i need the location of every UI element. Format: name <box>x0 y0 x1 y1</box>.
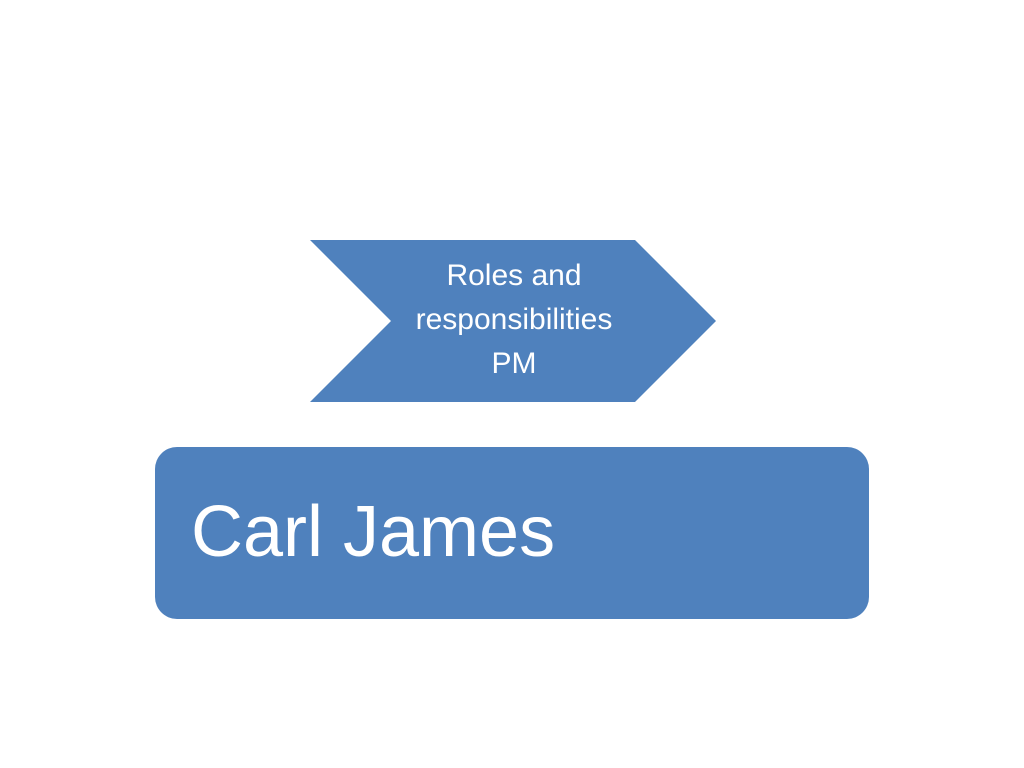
chevron-label-line-3: PM <box>491 347 537 380</box>
chevron-arrow-graphic <box>310 240 716 402</box>
person-name: Carl James <box>191 492 556 572</box>
chevron-label: Roles and responsibilities PM <box>370 254 658 386</box>
chevron-shape: Roles and responsibilities PM <box>310 240 716 402</box>
chevron-label-line-2: responsibilities <box>415 303 613 336</box>
chevron-label-line-1: Roles and <box>446 259 582 292</box>
chevron-polygon <box>310 240 716 402</box>
name-box: Carl James <box>155 447 869 619</box>
